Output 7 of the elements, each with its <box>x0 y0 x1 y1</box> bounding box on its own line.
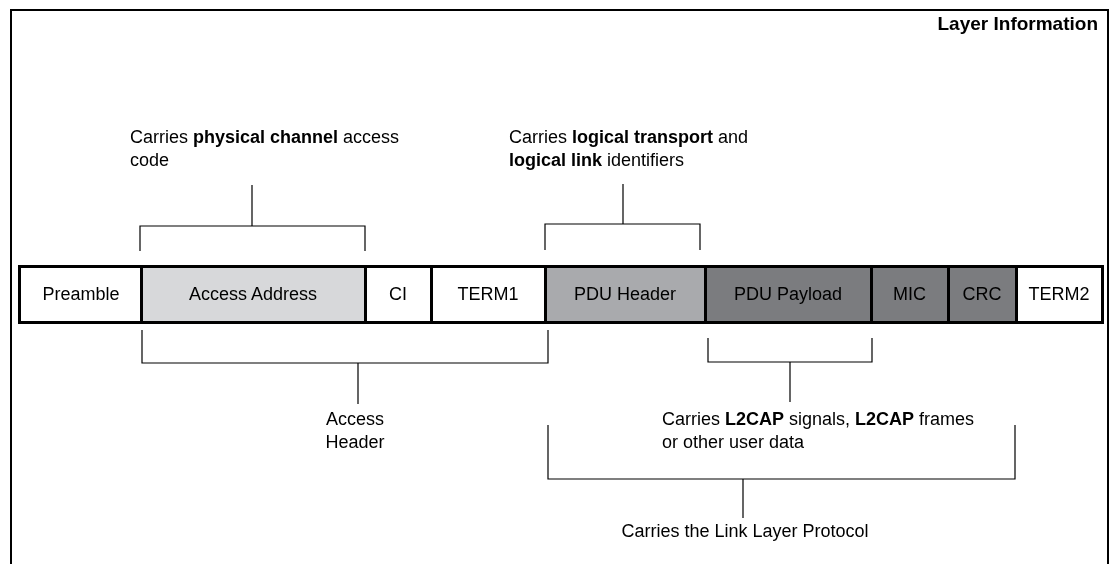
annotation: Carries the Link Layer Protocol <box>620 520 870 543</box>
annotation: Carries L2CAP signals, L2CAP frames or other user data <box>662 408 976 454</box>
annotation: Carries physical channel access code <box>130 126 401 172</box>
title: Layer Information <box>937 12 1098 36</box>
packet-field: Access Address <box>139 265 367 324</box>
annotation: Access Header <box>324 408 386 454</box>
annotation: Carries logical transport and logical link identifiers <box>509 126 750 172</box>
